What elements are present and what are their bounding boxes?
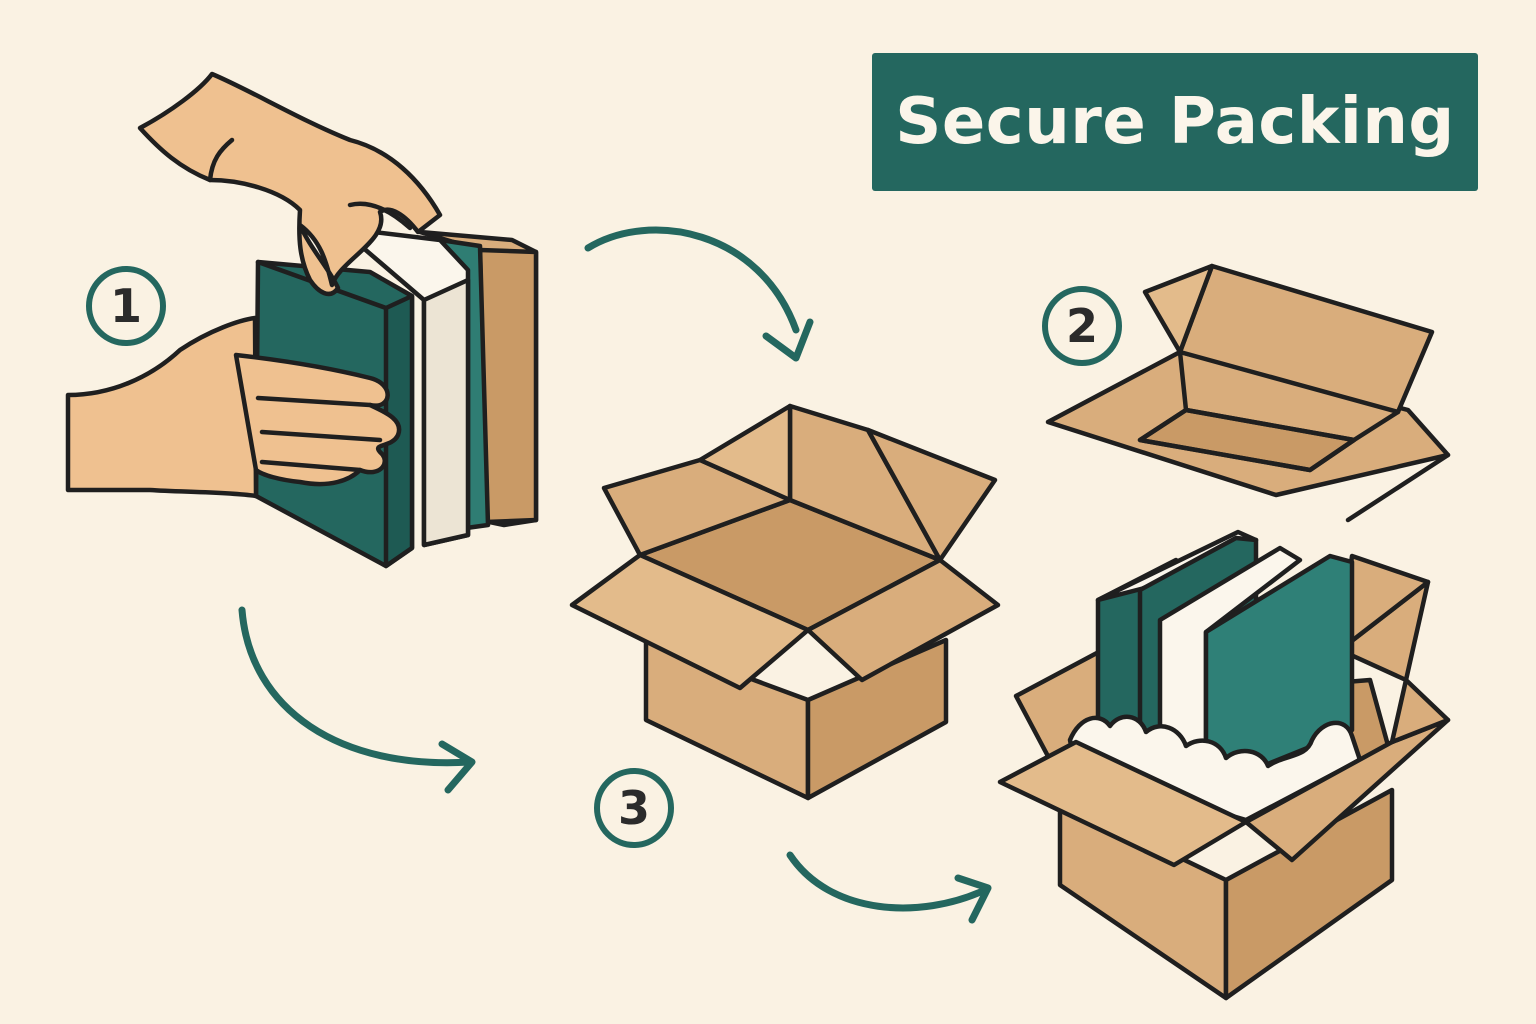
step-3-badge: 3 xyxy=(594,768,674,848)
curved-arrow-icon xyxy=(238,606,476,794)
page-title: Secure Packing xyxy=(895,85,1455,159)
title-banner: Secure Packing xyxy=(872,53,1478,191)
curved-arrow-icon xyxy=(584,226,814,362)
step-number: 3 xyxy=(617,781,650,835)
step-number: 1 xyxy=(109,279,142,333)
open-box-icon xyxy=(569,403,1001,801)
flat-box-icon xyxy=(1045,263,1451,523)
curved-arrow-icon xyxy=(786,851,992,924)
hands-icon xyxy=(65,71,443,499)
step-number: 2 xyxy=(1065,299,1098,353)
step-1-badge: 1 xyxy=(86,266,166,346)
step-2-badge: 2 xyxy=(1042,286,1122,366)
packed-box-icon xyxy=(997,529,1451,1001)
